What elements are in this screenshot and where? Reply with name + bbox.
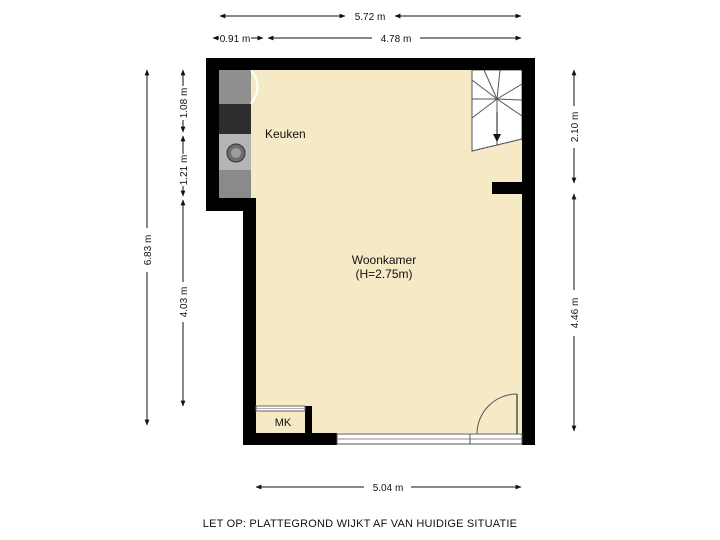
staircase [471,69,523,152]
dim-top-left: 0.91 m [220,34,251,45]
dim-top-total: 5.72 m [355,12,386,23]
dim-right-lower: 4.46 m [570,298,581,329]
living-room-label: Woonkamer [352,253,416,267]
dim-left-lower: 4.03 m [179,287,190,318]
dim-top-right: 4.78 m [381,34,412,45]
floor-area [219,70,522,433]
living-room-height: (H=2.75m) [355,267,412,281]
dim-right-upper: 2.10 m [570,112,581,143]
dim-left-upper: 1.08 m [179,88,190,119]
dim-left-middle: 1.21 m [179,155,190,186]
footer-note: LET OP: PLATTEGROND WIJKT AF VAN HUIDIGE… [202,518,518,530]
meter-cupboard [255,405,306,433]
dim-bottom: 5.04 m [373,483,404,494]
walls [206,58,535,445]
kitchen-counter [219,69,259,198]
front-window [336,433,523,445]
entrance-door [476,393,518,435]
dim-left-total: 6.83 m [143,235,154,266]
kitchen-label: Keuken [265,127,306,141]
meter-cupboard-label: MK [275,417,292,429]
dimension-lines [144,13,577,490]
